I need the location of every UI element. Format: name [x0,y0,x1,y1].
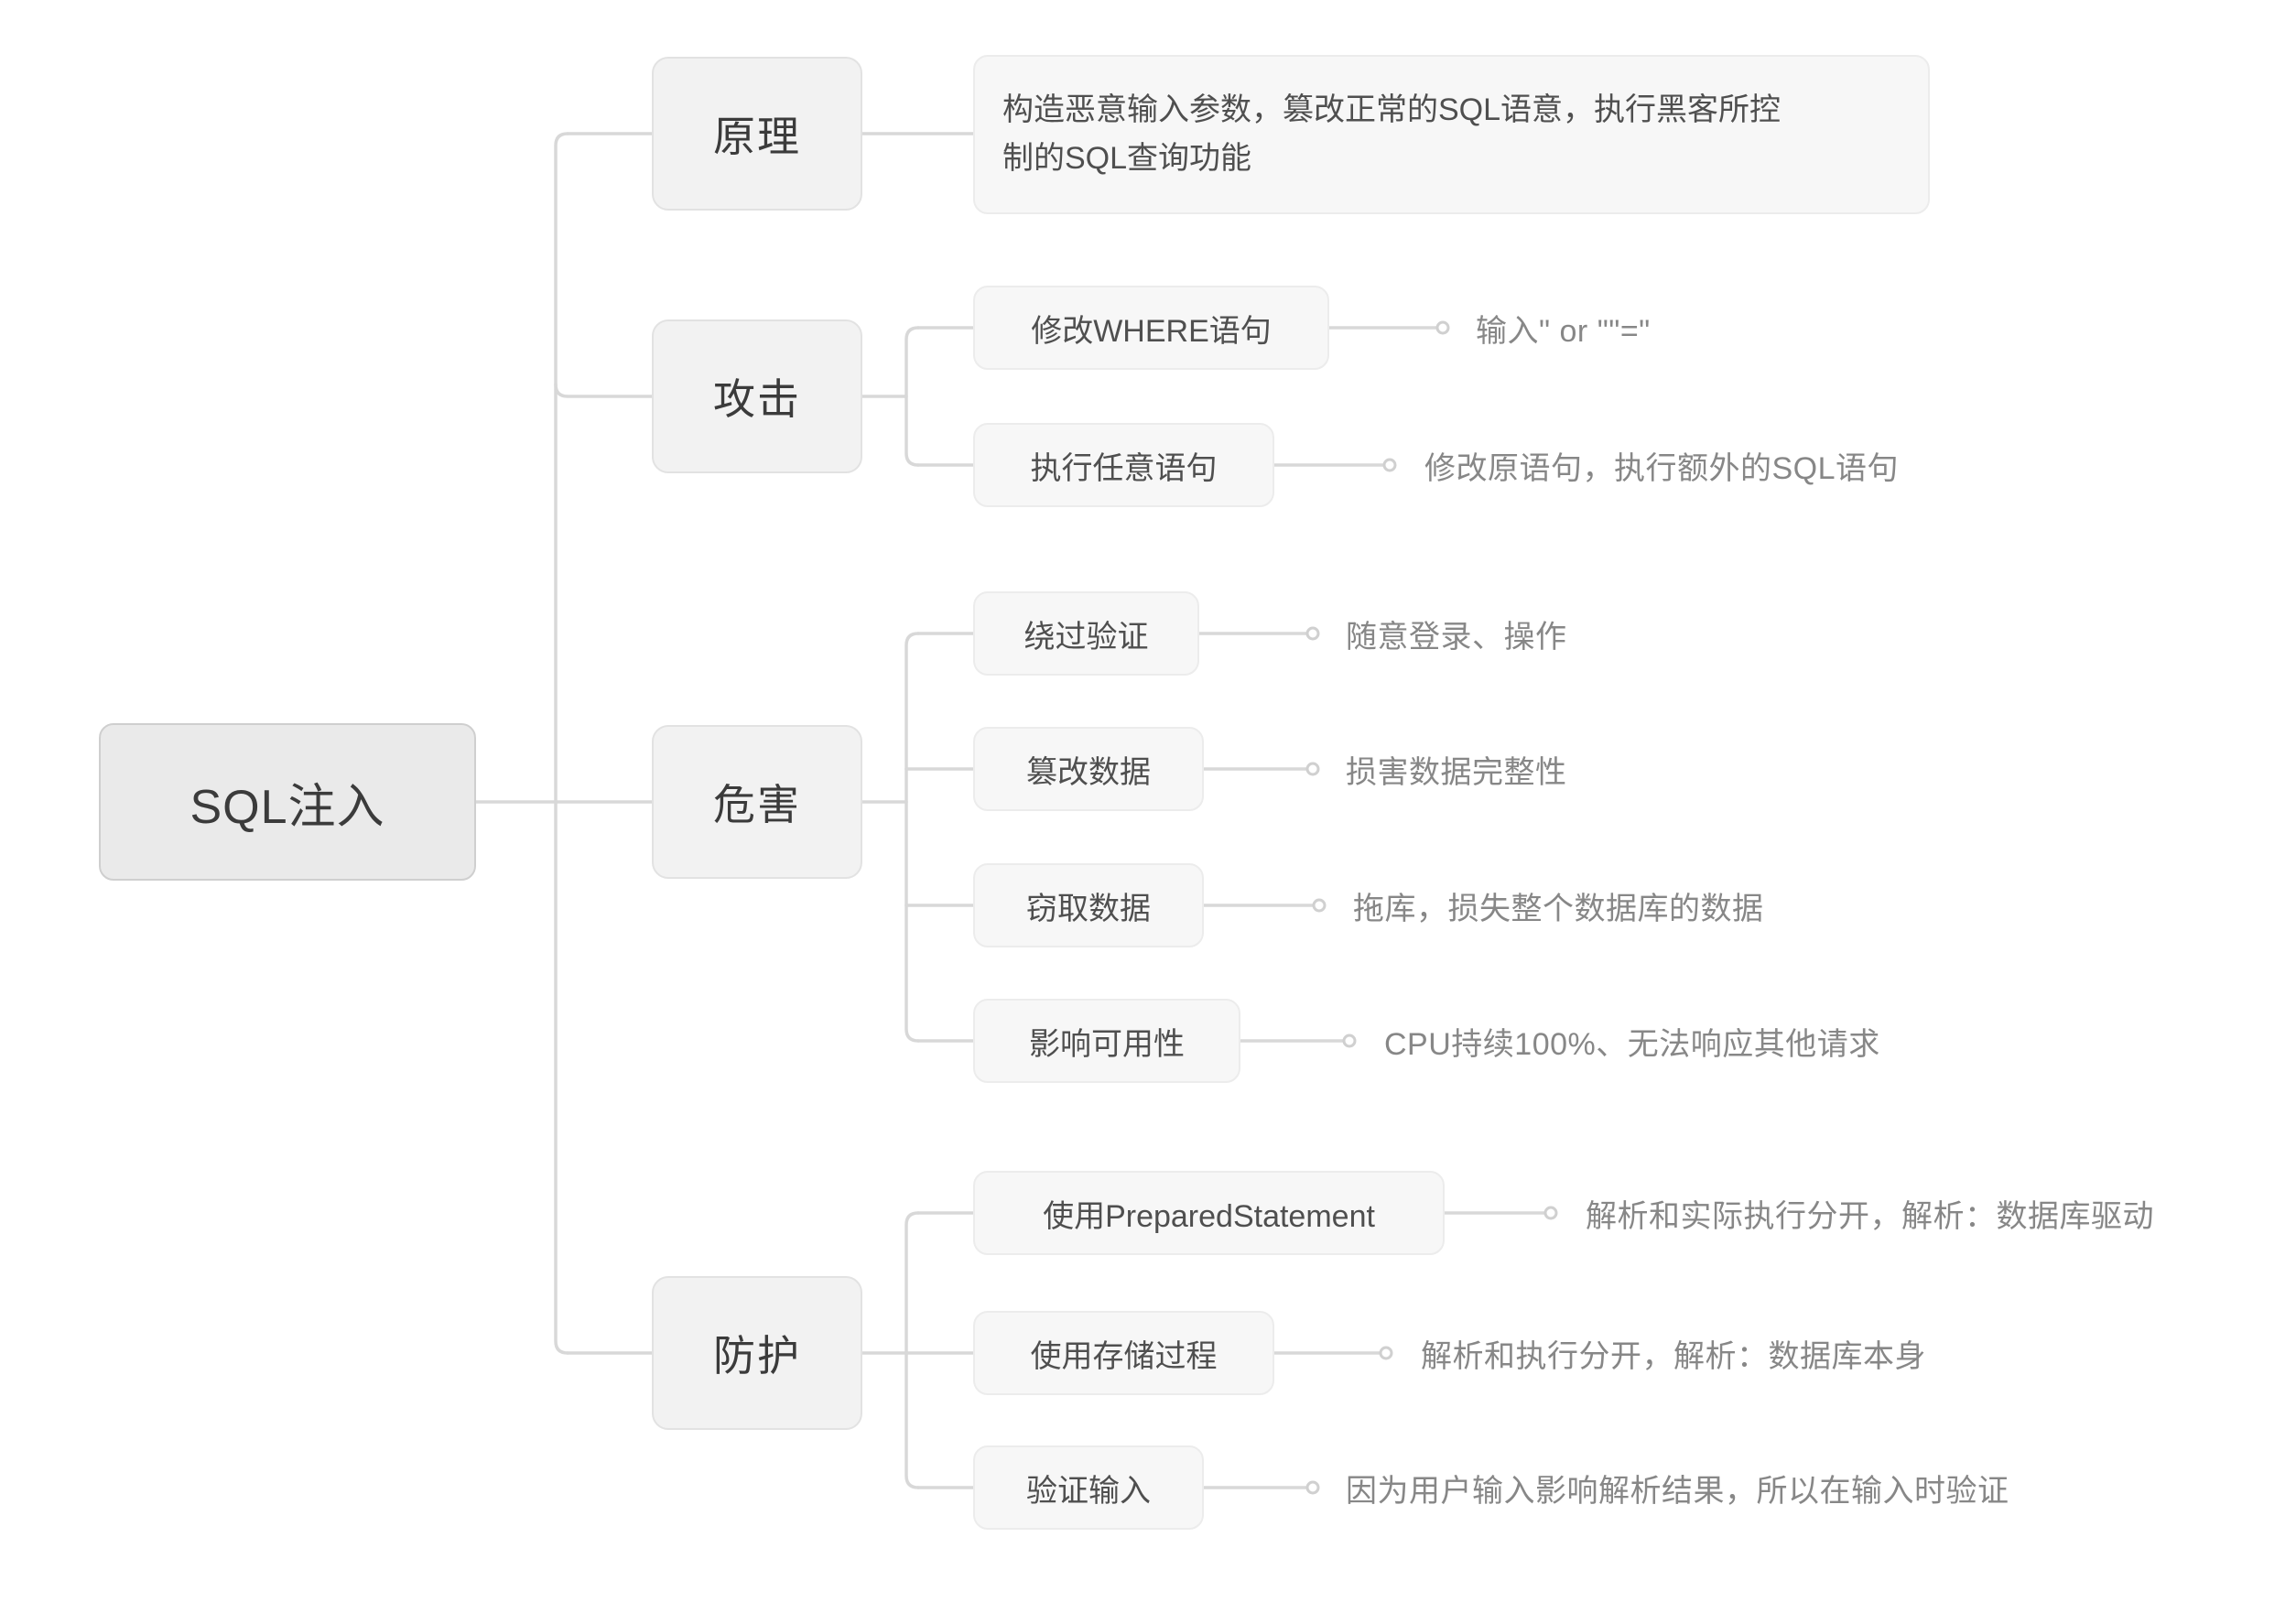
principle-description-box[interactable]: 构造恶意输入参数，篡改正常的SQL语意，执行黑客所控 制的SQL查询功能 [973,55,1930,214]
attack-leaf-modify-where-detail: 输入" or ""=" [1476,313,1651,349]
wire-spine-to-attack [554,383,654,398]
wire-dot [1435,320,1450,335]
wire-dot [1305,762,1320,776]
wire-dot [1543,1206,1558,1220]
branch-node-harm[interactable]: 危害 [652,725,862,879]
root-node-sql-injection[interactable]: SQL注入 [99,723,476,881]
wire-spine-main [554,132,569,1355]
harm-leaf-availability-detail: CPU持续100%、无法响应其他请求 [1384,1026,1880,1062]
harm-leaf-tamper-data-detail: 损害数据完整性 [1346,754,1567,790]
wire-defense-spine [904,1211,920,1489]
attack-leaf-execute-arbitrary-detail: 修改原语句，执行额外的SQL语句 [1424,450,1900,486]
defense-child-validate-input[interactable]: 验证输入 [973,1445,1204,1530]
harm-leaf-bypass-auth-detail: 随意登录、操作 [1346,619,1567,655]
branch-node-attack[interactable]: 攻击 [652,319,862,473]
wire-harm-spine [904,632,920,1043]
wire-dot [1305,626,1320,641]
defense-child-stored-procedure[interactable]: 使用存储过程 [973,1311,1274,1395]
harm-leaf-steal-data-detail: 拖库，损失整个数据库的数据 [1353,891,1764,926]
defense-leaf-prepared-statement-detail: 解析和实际执行分开，解析：数据库驱动 [1586,1198,2154,1234]
wire-dot [1312,898,1327,913]
wire-dot [1342,1034,1357,1048]
defense-leaf-stored-procedure-detail: 解析和执行分开，解析：数据库本身 [1421,1338,1926,1374]
harm-child-bypass-auth[interactable]: 绕过验证 [973,591,1199,676]
branch-node-principle[interactable]: 原理 [652,57,862,211]
wire-attack-spine [904,326,920,467]
harm-child-steal-data[interactable]: 窃取数据 [973,863,1204,947]
defense-leaf-validate-input-detail: 因为用户输入影响解析结果，所以在输入时验证 [1346,1473,2009,1509]
wire-dot [1305,1480,1320,1495]
attack-child-execute-arbitrary[interactable]: 执行任意语句 [973,423,1274,507]
harm-child-availability[interactable]: 影响可用性 [973,999,1240,1083]
harm-child-tamper-data[interactable]: 篡改数据 [973,727,1204,811]
attack-child-modify-where[interactable]: 修改WHERE语句 [973,286,1329,370]
branch-node-defense[interactable]: 防护 [652,1276,862,1430]
wire-dot [1382,458,1397,472]
defense-child-prepared-statement[interactable]: 使用PreparedStatement [973,1171,1445,1255]
wire-dot [1379,1346,1393,1360]
